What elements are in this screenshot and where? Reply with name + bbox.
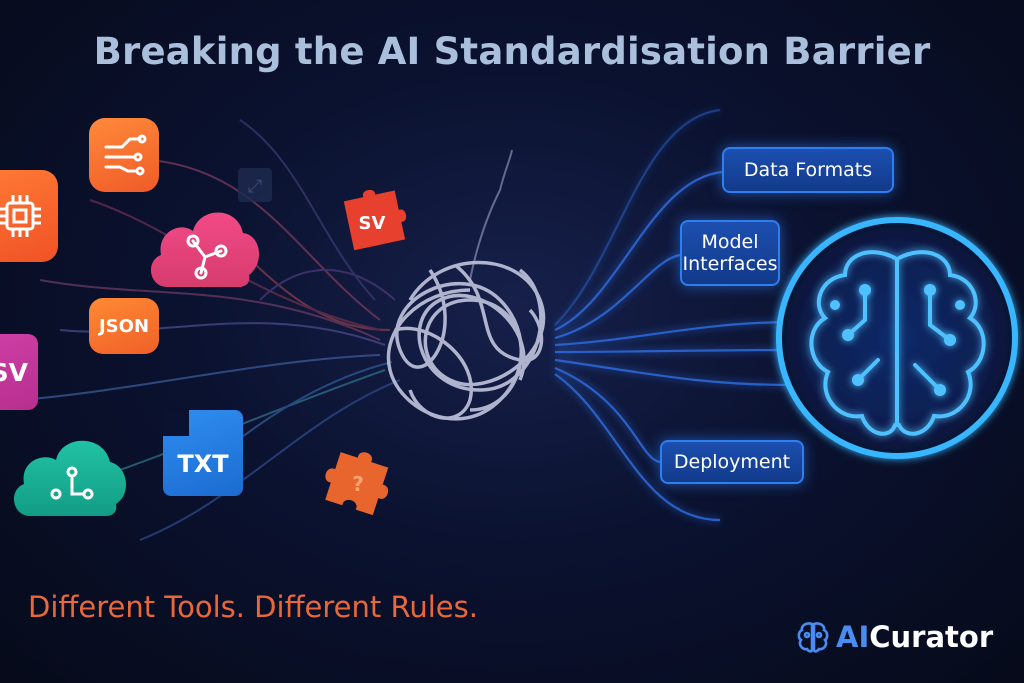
label-deployment: Deployment <box>660 440 804 484</box>
teal-cloud <box>8 426 130 518</box>
csv-tag: SV <box>0 334 38 410</box>
cloud-network-icon <box>186 234 228 280</box>
brain-icon <box>776 217 1018 459</box>
tagline: Different Tools. Different Rules. <box>28 590 478 624</box>
label-deployment-text: Deployment <box>673 451 791 473</box>
json-tag: JSON <box>89 298 159 354</box>
brand-logo: AICurator <box>796 620 993 654</box>
faint-square-icon <box>238 168 272 202</box>
json-tag-label: JSON <box>98 315 150 337</box>
brand-prefix: AI <box>836 620 870 654</box>
brain-logo-icon <box>797 622 829 653</box>
puzzle-icon: SV <box>343 189 407 251</box>
brand-name: AICurator <box>836 620 993 654</box>
label-data-formats: Data Formats <box>722 147 894 193</box>
knot-icon <box>386 260 546 421</box>
chip-icon <box>0 195 41 237</box>
svg-text:⤢: ⤢ <box>248 176 263 197</box>
txt-tag-notch <box>163 410 189 436</box>
pink-cloud <box>143 197 263 289</box>
txt-tag-label: TXT <box>177 450 229 478</box>
chip-tile <box>0 170 58 262</box>
csv-tag-label: SV <box>0 357 28 387</box>
knot-wisp <box>469 149 513 281</box>
circuit-icon <box>104 134 147 176</box>
page-title: Breaking the AI Standardisation Barrier <box>93 30 931 73</box>
brand-suffix: Curator <box>869 620 994 654</box>
cloud-link-icon <box>50 466 94 500</box>
puzzle-red: SV <box>338 185 414 251</box>
circuit-tile <box>89 118 159 192</box>
right-connector-lines <box>554 108 796 522</box>
puzzle-orange: ? <box>318 445 398 521</box>
txt-tag: TXT <box>163 410 243 496</box>
label-model-interfaces: Model Interfaces <box>680 220 780 286</box>
label-model-interfaces-text: Model Interfaces <box>682 231 778 275</box>
label-data-formats-text: Data Formats <box>743 159 873 181</box>
puzzle-orange-glyph: ? <box>352 472 364 496</box>
puzzle-red-label: SV <box>359 213 386 234</box>
